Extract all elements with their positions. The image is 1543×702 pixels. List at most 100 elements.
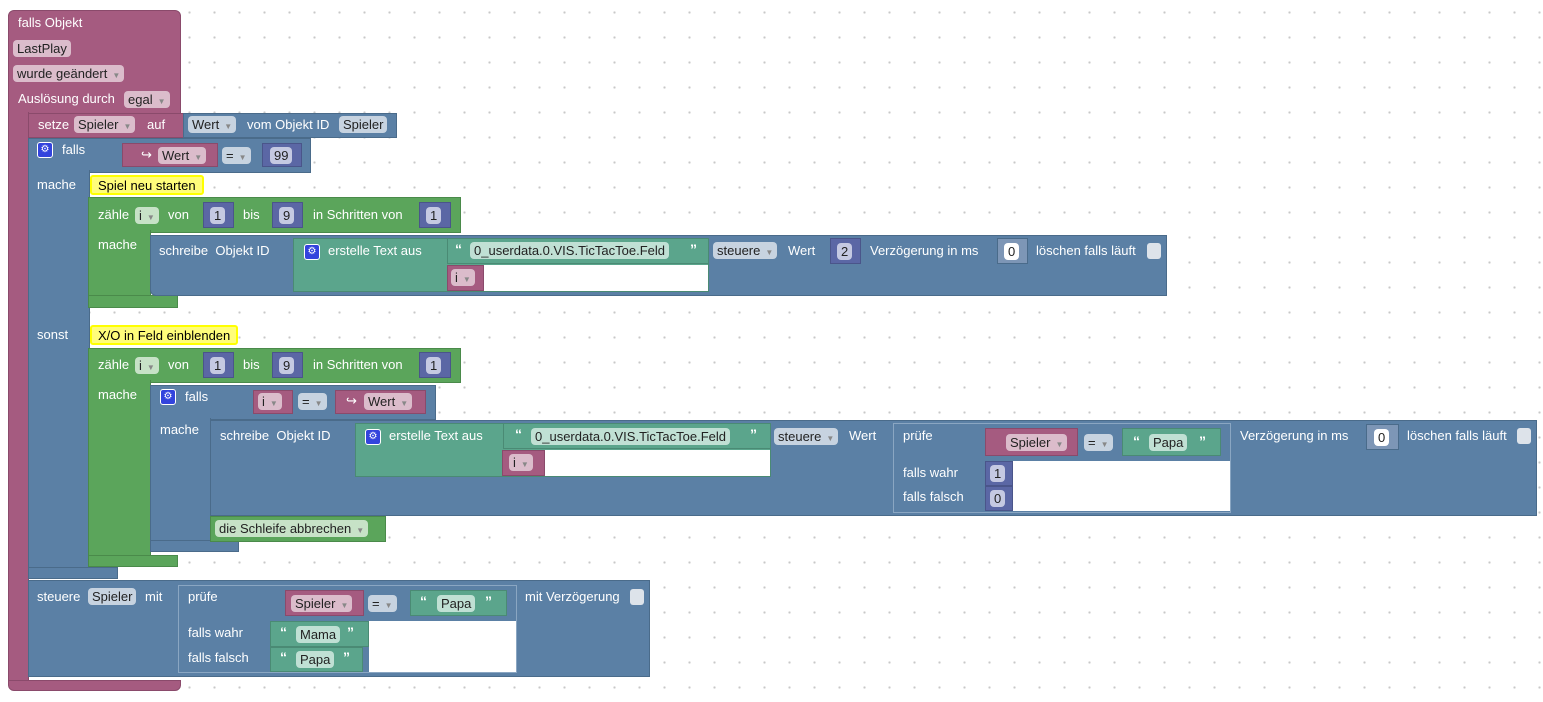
dropdown-icon: ▼: [146, 213, 155, 222]
op-value: =: [1088, 435, 1096, 450]
check-label: prüfe: [188, 589, 218, 604]
close-quote: ”: [485, 593, 492, 609]
open-quote: “: [1133, 433, 1140, 449]
gear-icon[interactable]: ⚙: [304, 244, 320, 260]
inner-if-bottom: [150, 540, 239, 552]
cause-dropdown[interactable]: egal▼: [124, 91, 170, 108]
dropdown-icon: ▼: [269, 399, 278, 408]
dropdown-icon: ▼: [1055, 440, 1064, 449]
step-field[interactable]: 1: [426, 207, 442, 224]
to-field[interactable]: 9: [279, 357, 295, 374]
false-field[interactable]: 0: [990, 490, 1006, 507]
join-label: erstelle Text aus: [389, 428, 483, 443]
compare-op-dropdown[interactable]: =▼: [298, 393, 327, 410]
inner-if-strip: [150, 418, 211, 543]
dropdown-icon: ▼: [123, 122, 132, 131]
loop-var-value: i: [139, 358, 142, 373]
objid-text: Objekt ID: [215, 243, 270, 258]
attr-dropdown[interactable]: Wert▼: [188, 116, 237, 133]
loop-var-dropdown[interactable]: i▼: [135, 357, 159, 374]
compare-op-dropdown[interactable]: =▼: [1084, 434, 1113, 451]
value-field[interactable]: 2: [837, 243, 853, 260]
var-i-dropdown[interactable]: i▼: [509, 454, 533, 471]
comment[interactable]: X/O in Feld einblenden: [90, 325, 239, 345]
true-label: falls wahr: [188, 625, 243, 640]
number-field[interactable]: 99: [270, 147, 293, 164]
step-label: in Schritten von: [313, 207, 403, 222]
dropdown-icon: ▼: [146, 363, 155, 372]
mode-dropdown[interactable]: steuere▼: [774, 428, 839, 445]
step-label: in Schritten von: [313, 357, 403, 372]
dropdown-icon: ▼: [194, 153, 203, 162]
if-else-strip: [28, 170, 90, 570]
for-loop-strip: [88, 380, 151, 558]
compare-op-dropdown[interactable]: =▼: [222, 147, 251, 164]
wert-value: Wert: [162, 148, 190, 163]
check-label: prüfe: [903, 428, 933, 443]
value-label: Wert: [849, 428, 877, 443]
loop-var-dropdown[interactable]: i▼: [135, 207, 159, 224]
delay-label: mit Verzögerung: [525, 589, 620, 604]
for-loop-bottom: [88, 295, 178, 308]
dropdown-icon: ▼: [765, 248, 774, 257]
true-label: falls wahr: [903, 465, 958, 480]
wert-dropdown[interactable]: Wert ▼: [158, 147, 207, 164]
string-field[interactable]: Papa: [1149, 434, 1188, 451]
set-var-value: Spieler: [78, 117, 119, 132]
mode-value: steuere: [778, 429, 822, 444]
wert-value: Wert: [368, 394, 396, 409]
write-text: schreibe: [159, 243, 209, 258]
event-dropdown[interactable]: wurde geändert▼: [13, 65, 125, 82]
object-id-field[interactable]: Spieler: [339, 116, 388, 133]
mode-dropdown[interactable]: steuere▼: [713, 242, 778, 259]
dropdown-icon: ▼: [314, 399, 323, 408]
open-quote: “: [515, 426, 522, 442]
true-field[interactable]: Mama: [296, 626, 341, 643]
if-else-bottom: [28, 567, 118, 579]
prefix-field[interactable]: 0_userdata.0.VIS.TicTacToe.Feld: [531, 428, 731, 445]
from-field[interactable]: 1: [210, 207, 226, 224]
var-spieler-dropdown[interactable]: Spieler▼: [291, 595, 353, 612]
prefix-field[interactable]: 0_userdata.0.VIS.TicTacToe.Feld: [470, 242, 670, 259]
gear-icon[interactable]: ⚙: [160, 389, 176, 405]
object-field[interactable]: LastPlay: [13, 40, 71, 57]
cause-value: egal: [128, 92, 153, 107]
set-var-dropdown[interactable]: Spieler ▼: [74, 116, 136, 133]
clear-checkbox[interactable]: [1147, 243, 1161, 259]
var-i-dropdown[interactable]: i▼: [258, 393, 282, 410]
var-i-dropdown[interactable]: i▼: [451, 269, 475, 286]
wert-dropdown[interactable]: Wert▼: [364, 393, 413, 410]
delay-field[interactable]: 0: [1374, 429, 1390, 446]
objid-text: Objekt ID: [276, 428, 331, 443]
break-dropdown[interactable]: die Schleife abbrechen▼: [215, 520, 369, 537]
attr-value: Wert: [192, 117, 220, 132]
clear-checkbox[interactable]: [1517, 428, 1531, 444]
comment[interactable]: Spiel neu starten: [90, 175, 204, 195]
var-spieler-dropdown[interactable]: Spieler▼: [1006, 434, 1068, 451]
to-label: bis: [243, 207, 260, 222]
empty-slot: [369, 621, 516, 672]
false-field[interactable]: Papa: [296, 651, 335, 668]
true-field[interactable]: 1: [990, 465, 1006, 482]
event-value: wurde geändert: [17, 66, 108, 81]
gear-icon[interactable]: ⚙: [37, 142, 53, 158]
step-field[interactable]: 1: [426, 357, 442, 374]
delay-field[interactable]: 0: [1004, 243, 1020, 260]
control-object-field[interactable]: Spieler: [88, 588, 137, 605]
arrow-icon: ↪: [141, 147, 152, 162]
gear-icon[interactable]: ⚙: [365, 429, 381, 445]
compare-op-dropdown[interactable]: =▼: [368, 595, 397, 612]
false-label: falls falsch: [188, 650, 249, 665]
join-label: erstelle Text aus: [328, 243, 422, 258]
dropdown-icon: ▼: [384, 601, 393, 610]
delay-checkbox[interactable]: [630, 589, 644, 605]
op-value: =: [302, 394, 310, 409]
dropdown-icon: ▼: [520, 460, 529, 469]
op-value: =: [372, 596, 380, 611]
string-field[interactable]: Papa: [437, 595, 476, 612]
empty-slot: [545, 450, 770, 476]
from-field[interactable]: 1: [210, 357, 226, 374]
to-field[interactable]: 9: [279, 207, 295, 224]
count-label: zähle: [98, 207, 130, 222]
break-value: die Schleife abbrechen: [219, 521, 352, 536]
